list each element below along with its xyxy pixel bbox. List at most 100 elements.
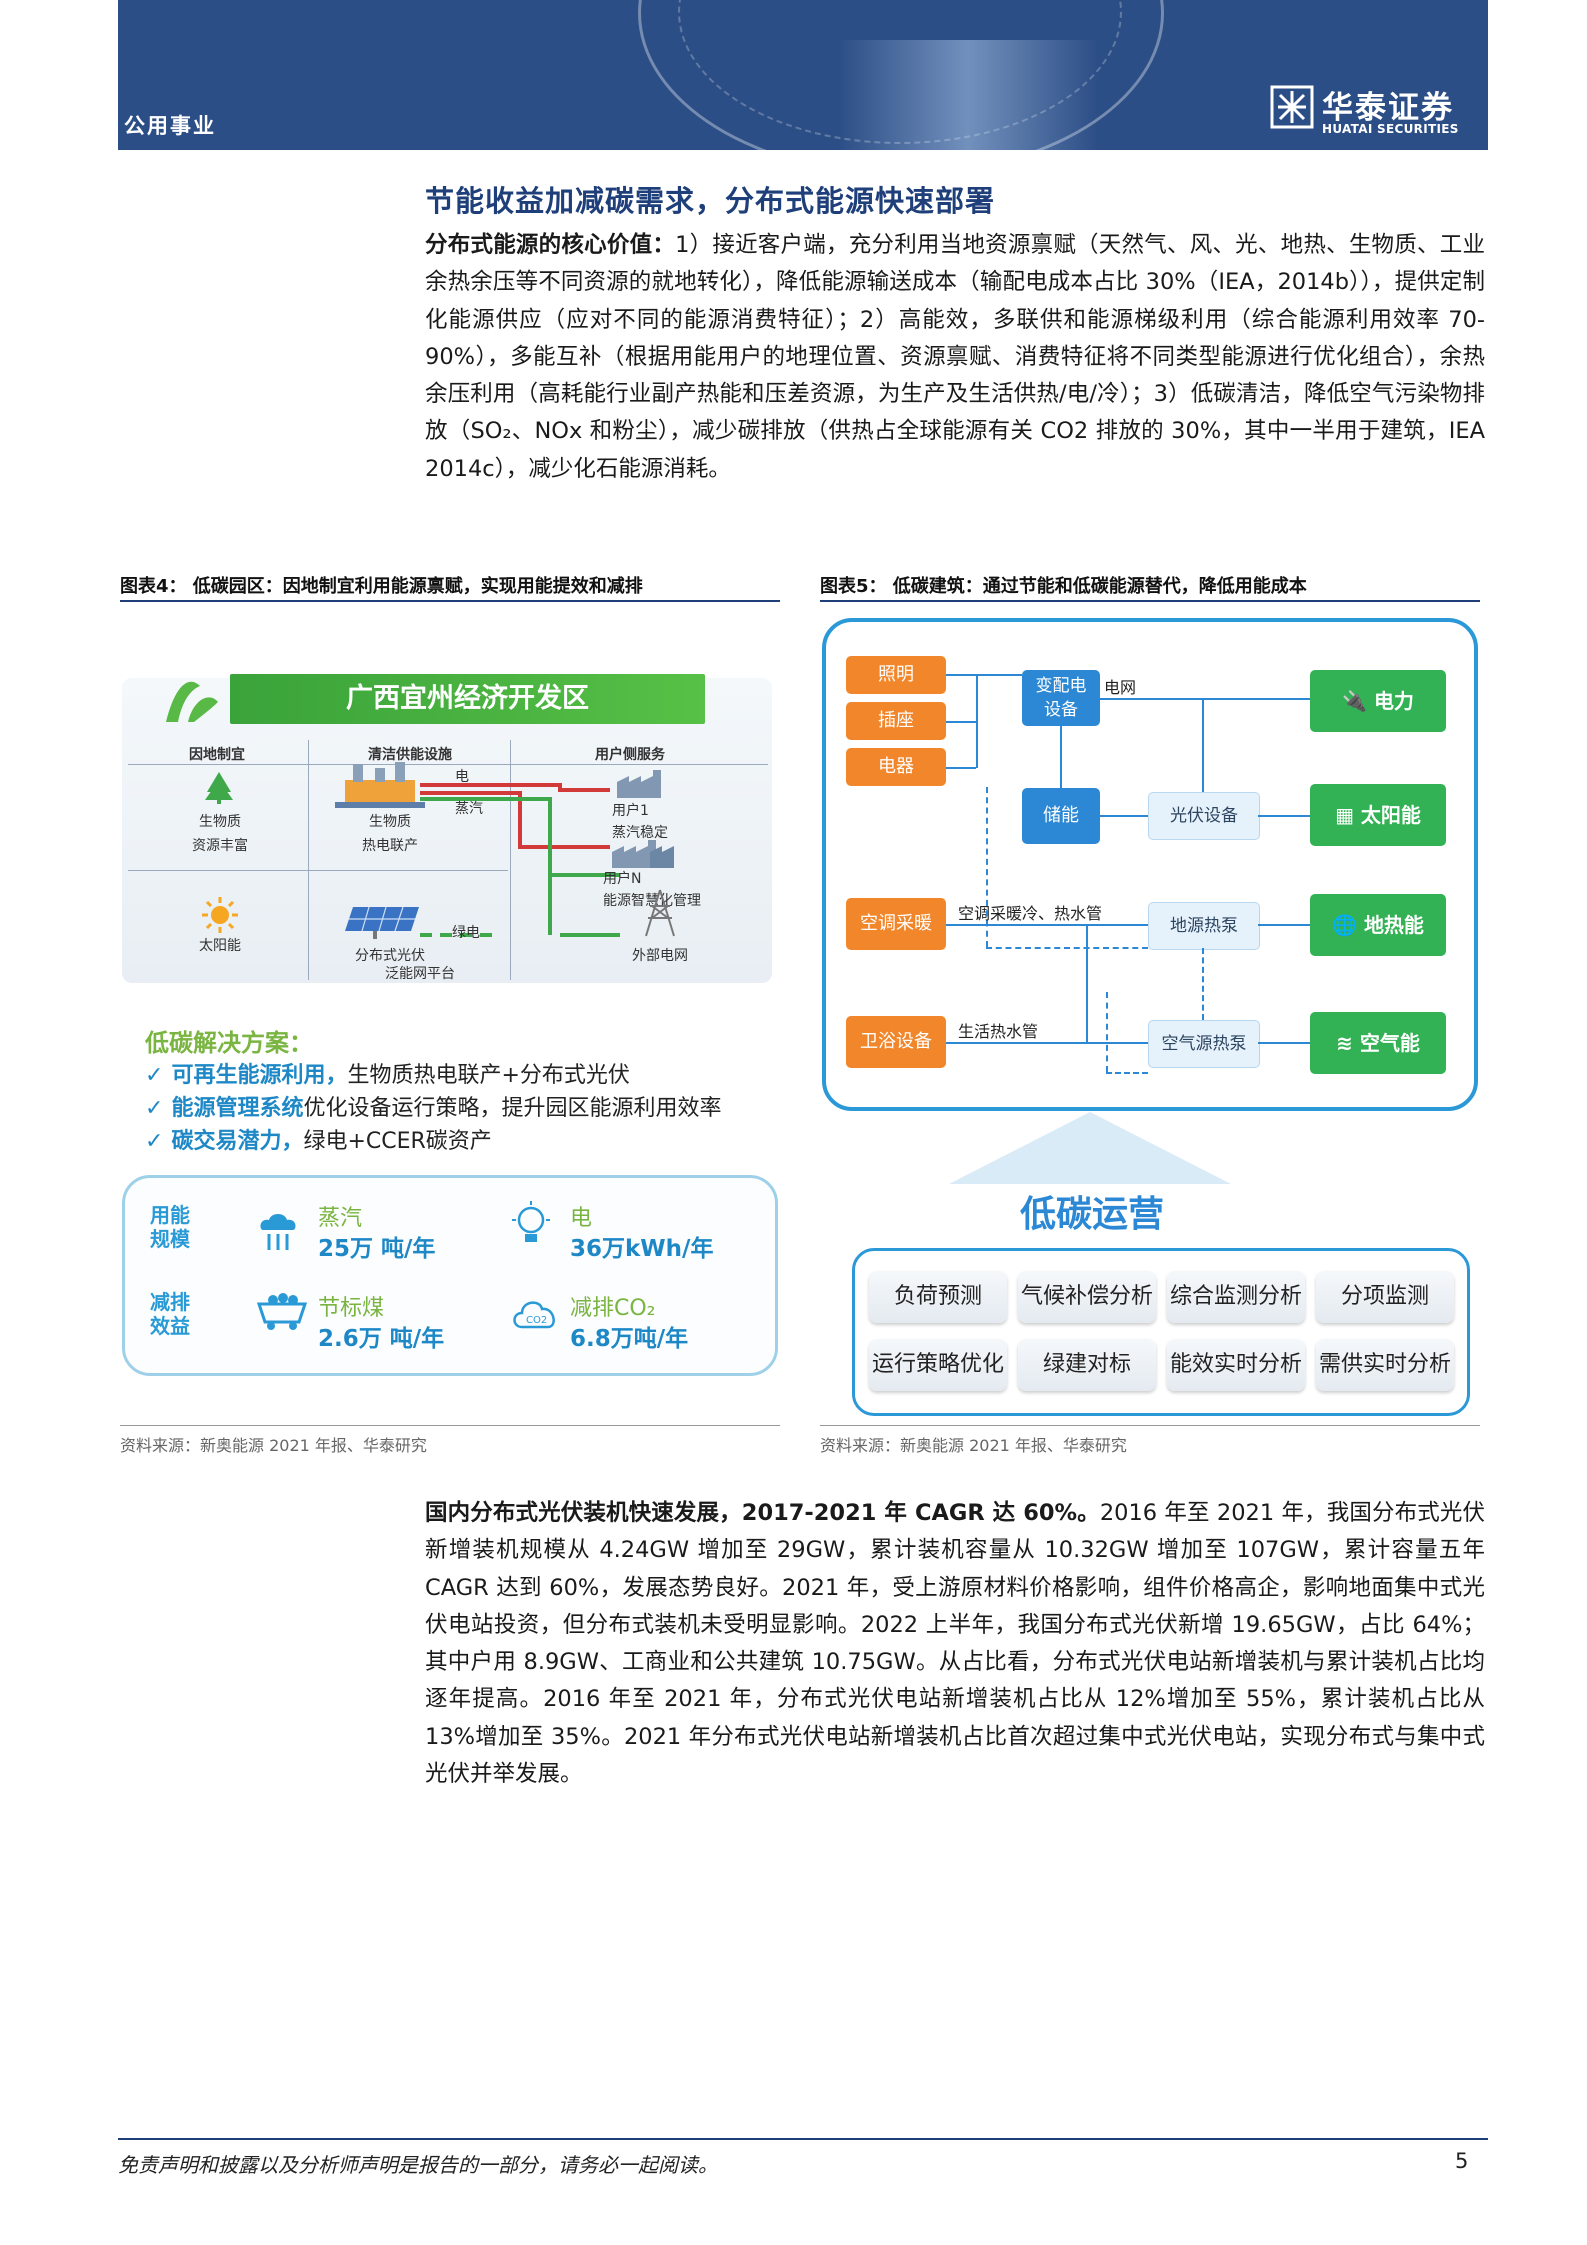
paragraph-text: 2016 年至 2021 年，我国分布式光伏新增装机规模从 4.24GW 增加至… xyxy=(425,1500,1485,1788)
node-socket: 插座 xyxy=(846,702,946,740)
grid-line xyxy=(128,870,508,871)
page-number: 5 xyxy=(1455,2149,1469,2173)
energy-flow-lines xyxy=(420,783,620,937)
section-title: 节能收益加减碳需求，分布式能源快速部署 xyxy=(425,184,996,218)
line-label-electric: 电 xyxy=(455,769,469,785)
banner-decoration xyxy=(838,40,1098,150)
grid-label: 电网 xyxy=(1104,678,1137,697)
ops-item: 负荷预测 xyxy=(869,1271,1007,1323)
factory-icon xyxy=(612,840,674,868)
transmission-tower-icon xyxy=(645,889,675,937)
paragraph-core-value: 分布式能源的核心价值：1）接近客户端，充分利用当地资源禀赋（天然气、风、光、地热… xyxy=(425,227,1485,488)
ops-item: 需供实时分析 xyxy=(1316,1339,1454,1391)
flow-line xyxy=(1258,815,1310,817)
cell-chp: 生物质 热电联产 xyxy=(362,814,418,854)
external-grid-label: 外部电网 xyxy=(632,948,688,964)
flow-line xyxy=(946,924,1148,926)
solution-item: ✓能源管理系统优化设备运行策略，提升园区能源利用效率 xyxy=(145,1096,722,1121)
column-heading: 用户侧服务 xyxy=(595,747,665,763)
node-ac-heating: 空调采暖 xyxy=(846,898,946,950)
line-label-steam: 蒸汽 xyxy=(455,801,483,817)
cell-solar: 太阳能 xyxy=(199,938,241,954)
lightbulb-icon xyxy=(512,1201,550,1242)
user-1-label: 用户1 蒸汽稳定 xyxy=(612,803,668,841)
park-logo-icon xyxy=(166,681,218,722)
node-power: 🔌 电力 xyxy=(1310,670,1446,732)
kpi-value: 2.6万 吨/年 xyxy=(318,1326,445,1352)
ops-panel: 负荷预测 气候补偿分析 综合监测分析 分项监测 运行策略优化 绿建对标 能效实时… xyxy=(852,1248,1470,1416)
park-name-banner: 广西宜州经济开发区 xyxy=(230,674,705,724)
cell-distributed-pv: 分布式光伏 xyxy=(355,948,425,964)
logo-name: 华泰证券 xyxy=(1322,90,1454,126)
figure-4-source: 资料来源：新奥能源 2021 年报、华泰研究 xyxy=(120,1436,427,1455)
node-appliance: 电器 xyxy=(846,748,946,786)
sector-label: 公用事业 xyxy=(124,114,216,138)
source-rule xyxy=(820,1425,1480,1426)
sun-icon xyxy=(202,897,238,933)
park-diagram-panel xyxy=(122,678,772,983)
node-bathroom: 卫浴设备 xyxy=(846,1016,946,1068)
flow-line xyxy=(1202,700,1204,792)
flow-line xyxy=(946,721,976,723)
factory-icon xyxy=(617,770,661,798)
ops-item: 运行策略优化 xyxy=(869,1339,1007,1391)
kpi-value: 6.8万吨/年 xyxy=(570,1326,689,1352)
huatai-logo-icon xyxy=(1270,85,1314,129)
grid-line xyxy=(308,740,309,980)
flow-line xyxy=(946,767,976,769)
dashed-flow-line xyxy=(986,947,1148,949)
dashed-flow-line xyxy=(986,787,988,947)
node-ground-heat-pump: 地源热泵 xyxy=(1148,902,1260,950)
check-icon: ✓ xyxy=(145,1063,164,1088)
power-plant-icon xyxy=(335,762,425,808)
steam-icon xyxy=(260,1214,296,1250)
solar-panel-icon xyxy=(345,906,419,939)
node-lighting: 照明 xyxy=(846,656,946,694)
coal-cart-icon xyxy=(256,1293,308,1330)
column-heading: 清洁供能设施 xyxy=(368,747,452,763)
flow-line xyxy=(1100,698,1310,700)
flow-line xyxy=(1100,815,1148,817)
flow-line xyxy=(946,674,1022,676)
kpi-value: 25万 吨/年 xyxy=(318,1236,436,1262)
logo-english: HUATAI SECURITIES xyxy=(1322,122,1459,136)
tree-icon xyxy=(205,772,233,804)
kpi-label: 蒸汽 xyxy=(318,1206,363,1231)
column-heading: 因地制宜 xyxy=(189,747,245,763)
building-diagram-panel: 照明 插座 电器 变配电 设备 🔌 电力 储能 光伏设备 ▦ 太阳能 空调采暖 … xyxy=(822,618,1478,1111)
node-pv-device: 光伏设备 xyxy=(1148,792,1260,840)
node-air-energy: ≋ 空气能 xyxy=(1310,1012,1446,1074)
grid-line xyxy=(128,764,768,765)
footer-rule xyxy=(118,2138,1488,2140)
figure-5-title: 图表5： 低碳建筑：通过节能和低碳能源替代，降低用能成本 xyxy=(820,576,1307,597)
flow-line xyxy=(1086,924,1088,1042)
header-banner xyxy=(118,0,1488,150)
flow-line xyxy=(946,1042,1148,1044)
figure-title-rule xyxy=(120,600,780,602)
figure-title-rule xyxy=(820,600,1480,602)
flow-line xyxy=(976,674,978,768)
node-air-heat-pump: 空气源热泵 xyxy=(1148,1020,1260,1068)
wind-icon: ≋ xyxy=(1336,1031,1360,1055)
hot-water-label: 生活热水管 xyxy=(958,1022,1039,1041)
platform-label: 泛能网平台 xyxy=(385,966,455,982)
check-icon: ✓ xyxy=(145,1096,164,1121)
figure-5-source: 资料来源：新奥能源 2021 年报、华泰研究 xyxy=(820,1436,1127,1455)
globe-icon: 🌐 xyxy=(1332,913,1364,937)
dashed-flow-line xyxy=(1106,1072,1148,1074)
kpi-panel xyxy=(122,1175,778,1376)
kpi-value: 36万kWh/年 xyxy=(570,1236,714,1262)
kpi-group-label: 减排 效益 xyxy=(150,1290,190,1338)
solution-item: ✓可再生能源利用，生物质热电联产+分布式光伏 xyxy=(145,1063,630,1088)
kpi-label: 减排CO₂ xyxy=(570,1296,656,1321)
plug-icon: 🔌 xyxy=(1342,689,1374,713)
kpi-label: 节标煤 xyxy=(318,1296,385,1321)
low-carbon-ops-title: 低碳运营 xyxy=(1020,1194,1165,1235)
solution-item: ✓碳交易潜力，绿电+CCER碳资产 xyxy=(145,1129,492,1154)
up-arrow-icon xyxy=(949,1112,1231,1184)
dashed-flow-line xyxy=(1202,948,1204,1020)
paragraph-text: 1）接近客户端，充分利用当地资源禀赋（天然气、风、光、地热、生物质、工业余热余压… xyxy=(425,232,1485,482)
ops-item: 气候补偿分析 xyxy=(1018,1271,1156,1323)
line-label-green-power: 绿电 xyxy=(452,925,480,941)
svg-text:CO2: CO2 xyxy=(526,1315,547,1326)
